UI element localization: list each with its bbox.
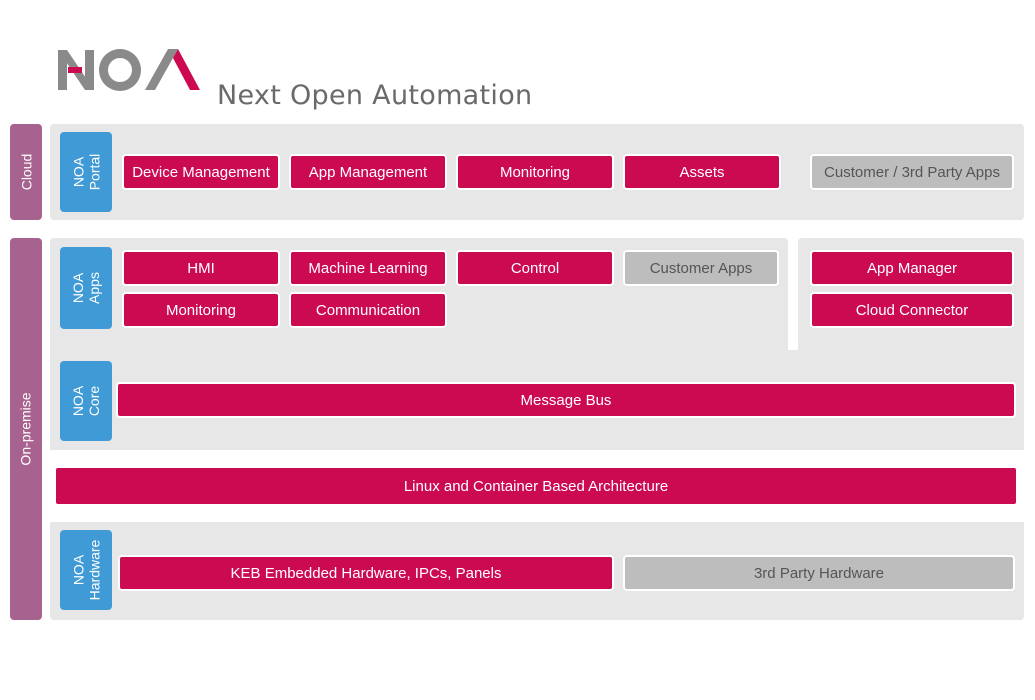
on-premise-label: On-premise bbox=[10, 238, 42, 620]
device-management-box: Device Management bbox=[122, 154, 280, 190]
control-box: Control bbox=[456, 250, 614, 286]
hmi-box: HMI bbox=[122, 250, 280, 286]
customer-third-party-apps-box: Customer / 3rd Party Apps bbox=[810, 154, 1014, 190]
tagline: Next Open Automation bbox=[217, 80, 533, 111]
cloud-label: Cloud bbox=[10, 124, 42, 220]
apps-monitoring-box: Monitoring bbox=[122, 292, 280, 328]
customer-apps-box: Customer Apps bbox=[623, 250, 779, 286]
cloud-connector-box: Cloud Connector bbox=[810, 292, 1014, 328]
communication-box: Communication bbox=[289, 292, 447, 328]
app-manager-box: App Manager bbox=[810, 250, 1014, 286]
portal-monitoring-box: Monitoring bbox=[456, 154, 614, 190]
keb-hardware-box: KEB Embedded Hardware, IPCs, Panels bbox=[118, 555, 614, 591]
noa-logo bbox=[58, 49, 200, 91]
message-bus-box: Message Bus bbox=[116, 382, 1016, 418]
linux-container-box: Linux and Container Based Architecture bbox=[54, 466, 1018, 506]
app-management-box: App Management bbox=[289, 154, 447, 190]
assets-box: Assets bbox=[623, 154, 781, 190]
machine-learning-box: Machine Learning bbox=[289, 250, 447, 286]
third-party-hardware-box: 3rd Party Hardware bbox=[623, 555, 1015, 591]
